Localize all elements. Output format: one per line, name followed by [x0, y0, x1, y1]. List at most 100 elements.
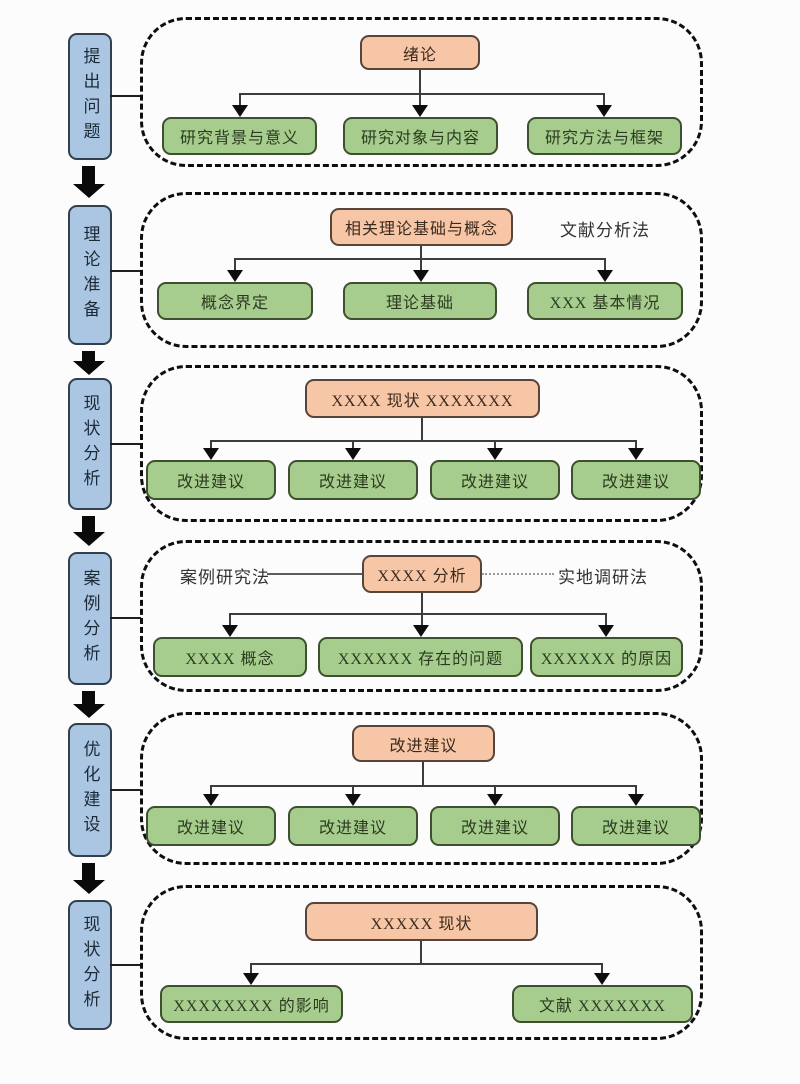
connector-line: [494, 440, 496, 449]
connector-line: [250, 963, 603, 965]
leaf-box-3-3: 改进建议: [430, 460, 560, 500]
flow-arrow-4: [82, 691, 95, 704]
arrowhead-icon: [597, 270, 613, 282]
section-panel-5: [140, 712, 703, 865]
leaf-box-1-1: 研究背景与意义: [162, 117, 317, 155]
arrowhead-icon: [413, 625, 429, 637]
connector-line: [239, 93, 241, 106]
leaf-box-1-2: 研究对象与内容: [343, 117, 498, 155]
stage-box-2: 理论准备: [68, 205, 112, 345]
connector-line: [229, 613, 231, 626]
connector-line: [352, 440, 354, 449]
leaf-box-4-1: XXXX 概念: [153, 637, 307, 677]
leaf-box-5-2: 改进建议: [288, 806, 418, 846]
arrowhead-icon: [243, 973, 259, 985]
section-panel-3: [140, 365, 703, 522]
stage-box-3: 现状分析: [68, 378, 112, 510]
flow-arrow-5: [82, 863, 95, 880]
topic-box-1: 绪论: [360, 35, 480, 70]
stage-connector-line-2: [110, 270, 141, 272]
leaf-box-1-3: 研究方法与框架: [527, 117, 682, 155]
connector-line: [210, 440, 212, 449]
arrowhead-icon: [227, 270, 243, 282]
leaf-box-5-1: 改进建议: [146, 806, 276, 846]
stage-label-2: 理论准备: [80, 225, 100, 325]
connector-line: [210, 785, 637, 787]
method-label-right: 实地调研法: [558, 568, 648, 587]
arrowhead-icon: [596, 105, 612, 117]
connector-line: [210, 785, 212, 795]
stage-box-6: 现状分析: [68, 900, 112, 1030]
topic-box-2: 相关理论基础与概念: [330, 208, 513, 246]
arrowhead-icon: [345, 448, 361, 460]
connector-line: [239, 93, 605, 95]
connector-line: [421, 418, 423, 440]
topic-box-3: XXXX 现状 XXXXXXX: [305, 379, 540, 418]
connector-line: [601, 963, 603, 974]
stage-connector-line-1: [110, 95, 141, 97]
leaf-box-5-4: 改进建议: [571, 806, 701, 846]
method-label-left: 案例研究法: [180, 568, 270, 587]
flow-arrow-head-icon: [73, 880, 105, 894]
leaf-box-3-1: 改进建议: [146, 460, 276, 500]
section-panel-6: [140, 885, 703, 1040]
leaf-box-2-1: 概念界定: [157, 282, 313, 320]
leaf-box-6-1: XXXXXXXX 的影响: [160, 985, 343, 1023]
arrowhead-icon: [598, 625, 614, 637]
leaf-box-2-2: 理论基础: [343, 282, 497, 320]
topic-box-6: XXXXX 现状: [305, 902, 538, 941]
connector-line: [419, 70, 421, 106]
stage-connector-line-6: [110, 964, 141, 966]
arrowhead-icon: [628, 448, 644, 460]
method-link-line: [482, 573, 554, 575]
arrowhead-icon: [412, 105, 428, 117]
flow-arrow-head-icon: [73, 184, 105, 198]
leaf-box-3-4: 改进建议: [571, 460, 701, 500]
section-panel-4: [140, 540, 703, 692]
leaf-box-5-3: 改进建议: [430, 806, 560, 846]
stage-label-5: 优化建设: [80, 740, 100, 840]
flow-arrow-head-icon: [73, 704, 105, 718]
connector-line: [422, 762, 424, 785]
arrowhead-icon: [628, 794, 644, 806]
flow-arrow-2: [82, 351, 95, 361]
leaf-box-2-3: XXX 基本情况: [527, 282, 683, 320]
stage-box-4: 案例分析: [68, 552, 112, 685]
stage-box-1: 提出问题: [68, 33, 112, 160]
connector-line: [605, 613, 607, 626]
connector-line: [635, 440, 637, 449]
connector-line: [210, 440, 637, 442]
stage-label-4: 案例分析: [80, 568, 100, 669]
stage-connector-line-4: [110, 617, 141, 619]
section-panel-1: [140, 17, 703, 167]
stage-box-5: 优化建设: [68, 723, 112, 857]
connector-line: [250, 963, 252, 974]
topic-box-4: XXXX 分析: [362, 555, 482, 593]
flow-arrow-3: [82, 516, 95, 532]
stage-label-1: 提出问题: [80, 46, 100, 147]
flow-arrow-head-icon: [73, 532, 105, 546]
connector-line: [234, 258, 605, 260]
connector-line: [603, 93, 605, 106]
connector-line: [604, 258, 606, 271]
topic-box-5: 改进建议: [352, 725, 495, 762]
stage-label-6: 现状分析: [80, 915, 100, 1015]
stage-connector-line-3: [110, 443, 141, 445]
arrowhead-icon: [203, 448, 219, 460]
stage-connector-line-5: [110, 789, 141, 791]
arrowhead-icon: [232, 105, 248, 117]
leaf-box-3-2: 改进建议: [288, 460, 418, 500]
connector-line: [352, 785, 354, 795]
arrowhead-icon: [487, 448, 503, 460]
section-panel-2: [140, 192, 703, 348]
connector-line: [420, 941, 422, 963]
connector-line: [494, 785, 496, 795]
arrowhead-icon: [594, 973, 610, 985]
arrowhead-icon: [487, 794, 503, 806]
arrowhead-icon: [222, 625, 238, 637]
arrowhead-icon: [203, 794, 219, 806]
leaf-box-4-3: XXXXXX 的原因: [530, 637, 683, 677]
flow-arrow-1: [82, 166, 95, 184]
flow-arrow-head-icon: [73, 361, 105, 375]
